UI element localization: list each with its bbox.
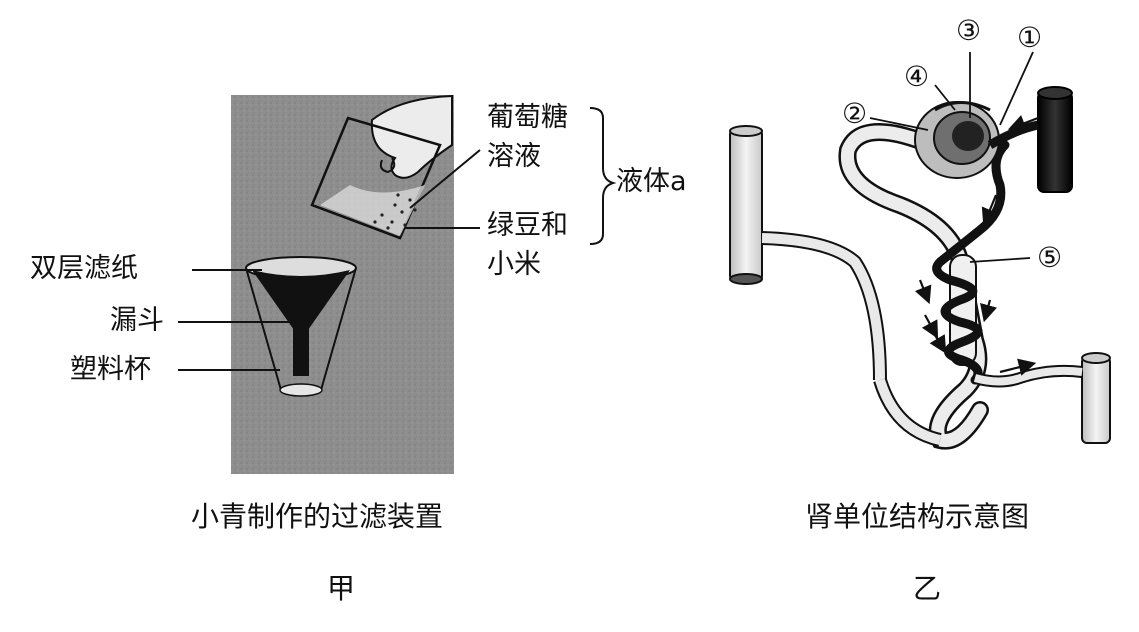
label-number-1: ①: [1017, 24, 1042, 52]
label-beans-line1: 绿豆和: [487, 212, 568, 239]
label-cup: 塑料杯: [70, 356, 151, 383]
panel-label-right: 乙: [913, 575, 941, 603]
caption-left: 小青制作的过滤装置: [191, 503, 443, 531]
label-number-4: ④: [904, 63, 929, 91]
label-number-3: ③: [956, 17, 981, 45]
label-glucose-line2: 溶液: [487, 143, 541, 170]
label-number-2: ②: [842, 100, 867, 128]
label-funnel: 漏斗: [110, 307, 164, 334]
label-beans-line2: 小米: [487, 251, 541, 278]
label-filter-paper: 双层滤纸: [30, 255, 138, 282]
label-number-5: ⑤: [1037, 244, 1062, 272]
caption-right: 肾单位结构示意图: [805, 503, 1029, 531]
label-liquid-a: 液体a: [616, 168, 687, 195]
label-glucose-line1: 葡萄糖: [487, 104, 568, 131]
panel-label-left: 甲: [327, 575, 355, 603]
